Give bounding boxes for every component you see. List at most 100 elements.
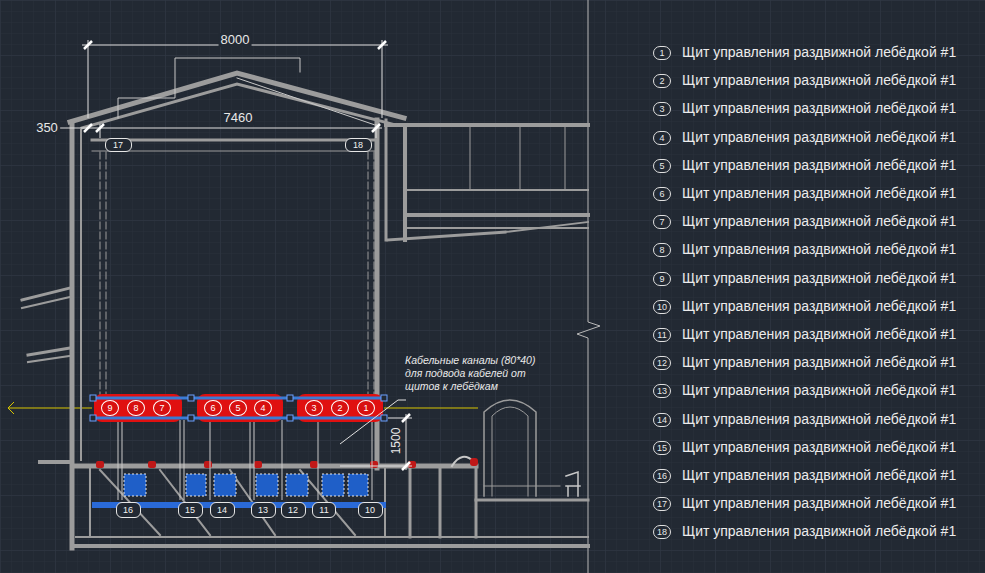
panel-callout: 7 (153, 400, 171, 416)
channel-clamps (188, 395, 194, 401)
callout-text: 10 (365, 505, 375, 515)
legend-number: 14 (653, 413, 671, 427)
legend-number: 18 (653, 525, 671, 539)
panel-callout: 3 (305, 400, 323, 416)
legend-number: 7 (653, 215, 671, 229)
callout-number: 12 (281, 502, 306, 518)
building-section (28, 348, 70, 355)
legend-text: Щит управления раздвижной лебёдкой #1 (682, 467, 956, 483)
floor-anchors (254, 461, 262, 468)
floor-anchors (96, 458, 478, 468)
callout-text: 13 (258, 505, 268, 515)
callout-text: 9 (107, 403, 112, 413)
legend-text: Щит управления раздвижной лебёдкой #1 (682, 185, 956, 201)
building-section (439, 466, 442, 537)
legend-text: Щит управления раздвижной лебёдкой #1 (682, 495, 956, 511)
building-section (374, 152, 375, 396)
legend-number: 17 (653, 497, 671, 511)
axis-line (8, 402, 14, 414)
drop-lines (118, 420, 119, 500)
dimension-lines (88, 40, 89, 118)
channel-clamps (287, 395, 293, 401)
callout-text: 6 (210, 403, 215, 413)
building-section (82, 84, 392, 128)
building-section (405, 213, 588, 217)
panel-callout: 5 (229, 400, 247, 416)
legend-number: 11 (653, 328, 671, 342)
building-section (106, 152, 107, 396)
callout-text: 3 (311, 403, 316, 413)
building-section (405, 189, 588, 191)
floor-anchors (148, 461, 156, 468)
legend-number: 5 (653, 159, 671, 173)
callout-number: 16 (116, 502, 141, 518)
axis-line (8, 408, 92, 409)
drop-lines (180, 420, 181, 500)
legend-text: Щит управления раздвижной лебёдкой #1 (682, 100, 956, 116)
panel-callout: 2 (331, 400, 349, 416)
legend-number: 4 (653, 131, 671, 145)
dimension-lines (60, 128, 382, 129)
panel-callout: 4 (254, 400, 272, 416)
building-section (92, 139, 376, 142)
winch-units (256, 474, 278, 496)
leader-line (398, 400, 406, 401)
drop-lines (250, 420, 251, 500)
floor-anchors (370, 461, 378, 468)
dimension-text: 8000 (219, 33, 252, 47)
building-section (566, 472, 580, 496)
winch-units (322, 474, 344, 496)
dimension-ticks (84, 124, 92, 132)
channel-clamps (381, 395, 387, 401)
drop-lines (118, 420, 372, 500)
building-section (385, 120, 388, 240)
legend-text: Щит управления раздвижной лебёдкой #1 (682, 298, 956, 314)
building-section (92, 151, 376, 152)
floor-anchors (204, 461, 212, 468)
building-section (76, 536, 588, 538)
note-text: Кабельные каналы (80*40) для подвода каб… (405, 354, 555, 393)
building-section (409, 466, 412, 537)
dimension-lines (340, 466, 412, 467)
legend-number: 2 (653, 74, 671, 88)
dimension-ticks (84, 41, 92, 49)
building-section (484, 400, 536, 496)
callout-number: 18 (345, 138, 372, 152)
channel-clamps (188, 415, 194, 421)
callout-number: 15 (178, 502, 203, 518)
winch-units (124, 474, 368, 496)
legend-number: 9 (653, 272, 671, 286)
callout-text: 2 (337, 403, 342, 413)
building-section (70, 124, 75, 548)
panel-callout: 6 (204, 400, 222, 416)
legend-number: 16 (653, 469, 671, 483)
building-section (384, 466, 386, 537)
drop-lines (122, 420, 123, 500)
sheet-border (577, 0, 600, 573)
building-section (476, 499, 588, 502)
drop-lines (282, 420, 283, 500)
callout-text: 14 (217, 505, 227, 515)
floor-anchors (310, 461, 318, 468)
building-section (118, 58, 300, 118)
dimension-ticks (402, 414, 410, 422)
drop-lines (210, 420, 211, 500)
building-section (22, 297, 70, 308)
callout-text: 15 (185, 505, 195, 515)
legend-text: Щит управления раздвижной лебёдкой #1 (682, 129, 956, 145)
building-section (505, 222, 588, 232)
drop-lines (372, 420, 373, 500)
building-section (28, 356, 70, 362)
floor-anchors (96, 461, 104, 468)
winch-units (186, 474, 206, 496)
winch-units (214, 474, 236, 496)
dimension-lines (406, 414, 407, 470)
legend-text: Щит управления раздвижной лебёдкой #1 (682, 523, 956, 539)
legend-text: Щит управления раздвижной лебёдкой #1 (682, 213, 956, 229)
channel-clamps (90, 415, 96, 421)
dimension-text: 1500 (390, 426, 403, 457)
callout-text: 4 (260, 403, 265, 413)
dimension-text: 350 (34, 121, 60, 135)
legend-number: 13 (653, 384, 671, 398)
legend-text: Щит управления раздвижной лебёдкой #1 (682, 382, 956, 398)
